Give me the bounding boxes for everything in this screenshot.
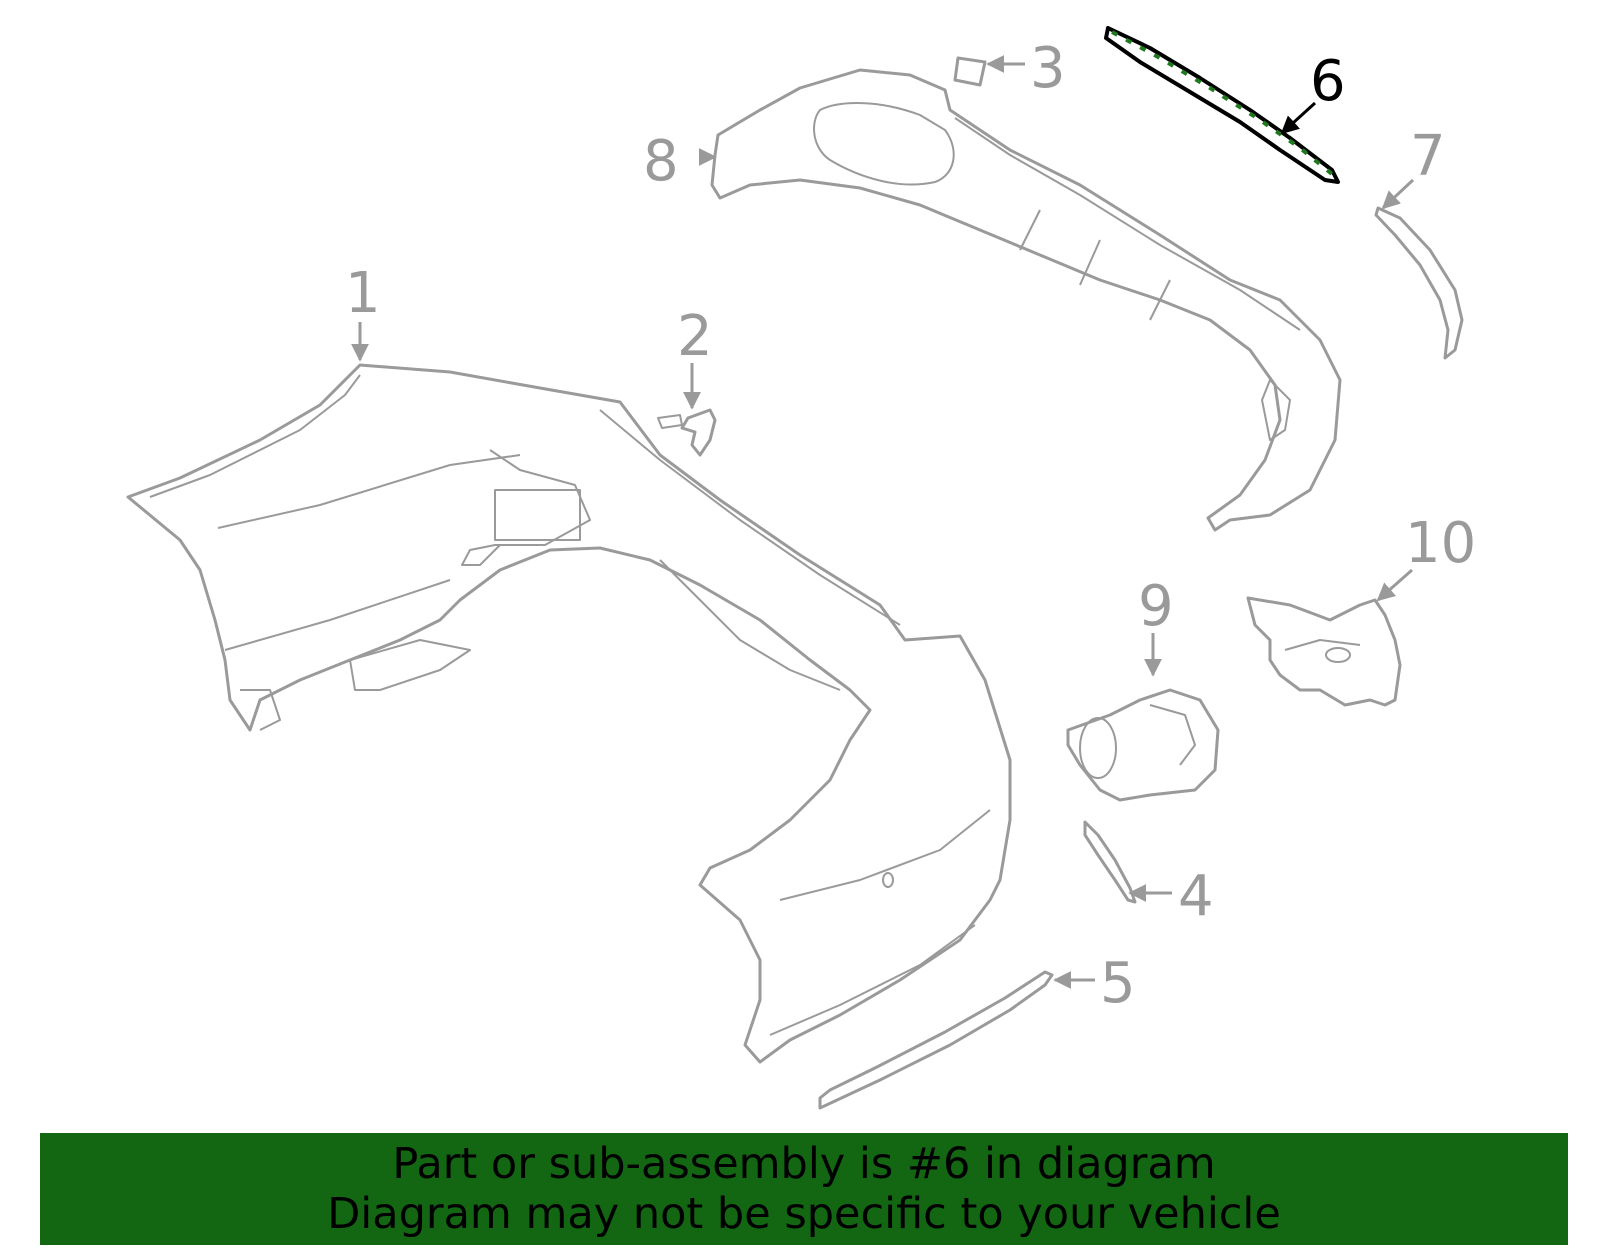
upper-trim-strip (1104, 26, 1340, 184)
side-trim-left (1083, 820, 1137, 904)
callout-label-8: 8 (643, 129, 679, 194)
callout-8: 8 (643, 129, 717, 194)
callout-5: 5 (1053, 951, 1136, 1016)
exhaust-tip-housing (1066, 688, 1220, 802)
callout-3: 3 (986, 36, 1066, 101)
diffuser-panel (710, 68, 1342, 532)
banner-line-1: Part or sub-assembly is #6 in diagram (392, 1139, 1216, 1189)
banner-line-2: Diagram may not be specific to your vehi… (327, 1189, 1281, 1239)
sensor-bracket-part (657, 408, 717, 457)
rear-bumper-cover (126, 363, 1012, 1064)
callout-label-1: 1 (345, 261, 381, 326)
callout-10: 10 (1376, 511, 1476, 602)
callout-label-7: 7 (1410, 124, 1446, 189)
callout-label-9: 9 (1138, 574, 1174, 639)
callout-label-4: 4 (1178, 864, 1214, 929)
side-trim-right (1374, 206, 1464, 360)
callout-1: 1 (345, 261, 381, 362)
parts-diagram: 1 2 3 4 5 6 7 8 9 10 (126, 26, 1476, 1110)
callout-4: 4 (1128, 864, 1214, 929)
clip-part (953, 56, 987, 87)
callout-9: 9 (1138, 574, 1174, 677)
lower-molding (818, 970, 1054, 1110)
mounting-bracket (1246, 596, 1402, 707)
callout-label-10: 10 (1405, 511, 1476, 576)
callout-label-6: 6 (1310, 49, 1346, 114)
callout-2: 2 (677, 304, 713, 410)
callout-6: 6 (1280, 49, 1346, 135)
callout-label-2: 2 (677, 304, 713, 369)
callout-label-3: 3 (1030, 36, 1066, 101)
callout-label-5: 5 (1100, 951, 1136, 1016)
info-banner: Part or sub-assembly is #6 in diagram Di… (40, 1133, 1568, 1245)
callout-7: 7 (1381, 124, 1446, 210)
